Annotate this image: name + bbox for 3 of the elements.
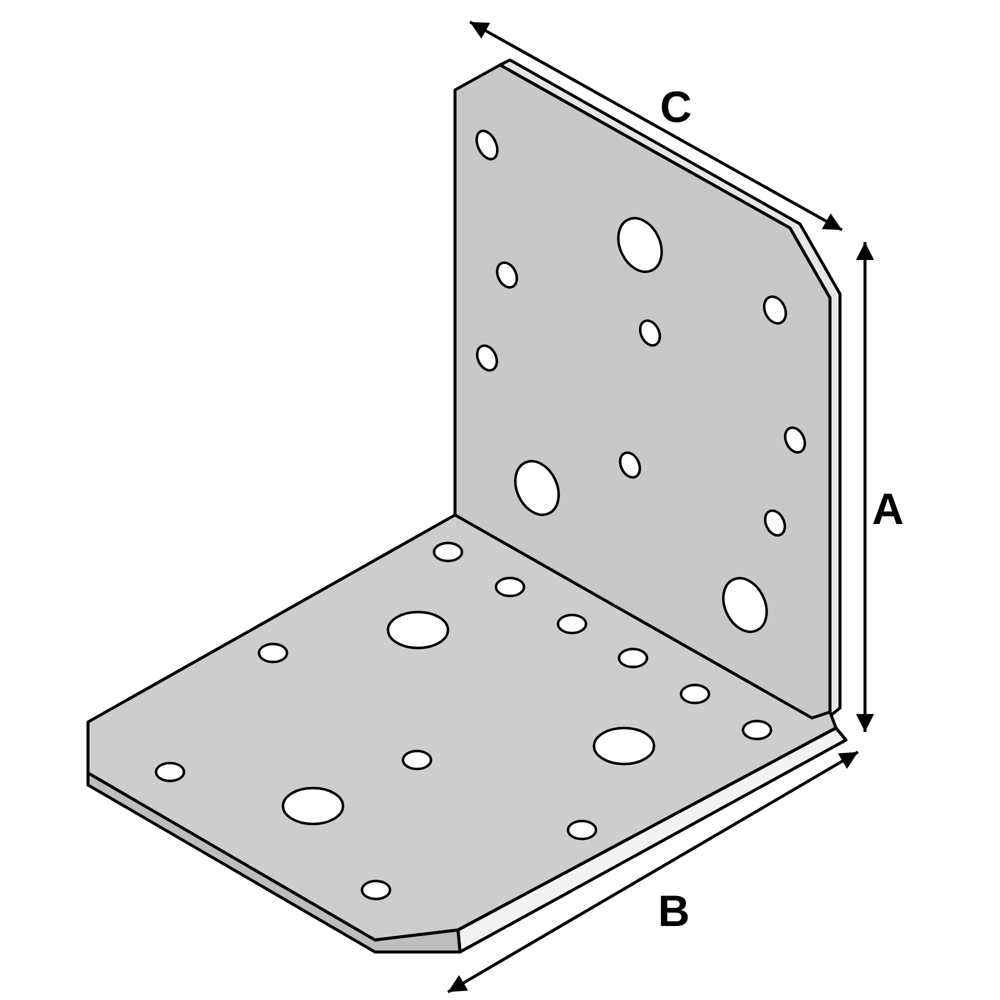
dimension-label: A	[872, 488, 904, 532]
dimension-label: C	[660, 86, 692, 130]
dimension-label: B	[658, 890, 690, 934]
